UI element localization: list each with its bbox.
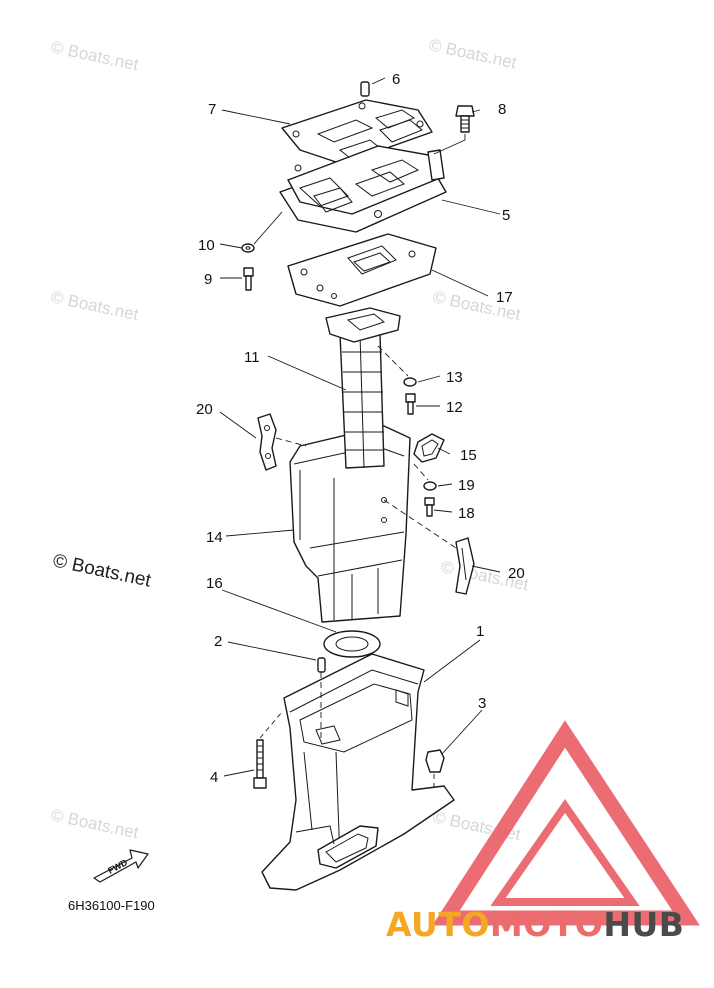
watermark: © Boats.net	[427, 35, 518, 72]
callout-16: 16	[206, 575, 223, 592]
callout-3: 3	[478, 695, 486, 712]
part-20-bracket-right	[455, 537, 475, 595]
part-16-seal	[323, 630, 381, 658]
part-13-washer	[403, 377, 417, 387]
callout-7: 7	[208, 101, 216, 118]
part-18-bolt	[424, 497, 435, 517]
callout-2: 2	[214, 633, 222, 650]
part-8-bolt	[455, 105, 475, 133]
leader-lines	[219, 77, 501, 792]
callout-20-left: 20	[196, 401, 213, 418]
callout-12: 12	[446, 399, 463, 416]
brand-part-moto: MOTO	[490, 905, 603, 944]
callout-14: 14	[206, 529, 223, 546]
callout-15: 15	[460, 447, 477, 464]
callout-9: 9	[204, 271, 212, 288]
part-12-bolt	[405, 393, 416, 415]
callout-11: 11	[244, 349, 260, 366]
callout-10: 10	[198, 237, 215, 254]
brand-wordmark: AUTOMOTOHUB	[386, 905, 684, 944]
part-17-gasket	[287, 233, 437, 307]
callout-6: 6	[392, 71, 400, 88]
callout-19: 19	[458, 477, 475, 494]
part-2-dowel-pin	[317, 657, 326, 673]
fwd-label: FWD	[106, 857, 129, 876]
callout-18: 18	[458, 505, 475, 522]
brand-part-hub: HUB	[603, 905, 684, 944]
watermark: © Boats.net	[49, 37, 140, 74]
callout-8: 8	[498, 101, 506, 118]
brand-logo-mark	[432, 720, 700, 926]
callout-5: 5	[502, 207, 510, 224]
part-7-gasket	[281, 99, 433, 165]
callout-1: 1	[476, 623, 484, 640]
part-15-grommet	[413, 433, 445, 463]
part-19-washer	[423, 481, 437, 491]
callout-13: 13	[446, 369, 463, 386]
brand-part-auto: AUTO	[386, 905, 490, 944]
part-10-washer	[241, 243, 255, 253]
part-3-plug	[425, 749, 445, 773]
watermark-large: © Boats.net	[51, 550, 153, 591]
watermark: © Boats.net	[49, 287, 140, 324]
callout-20-right: 20	[508, 565, 525, 582]
part-5-exhaust-guide	[279, 145, 447, 233]
callout-17: 17	[496, 289, 513, 306]
diagram-code: 6H36100-F190	[68, 898, 155, 913]
part-20-bracket-left	[257, 413, 277, 471]
part-9-bolt	[243, 267, 254, 291]
fwd-arrow-icon: FWD	[93, 849, 149, 883]
callout-labels: 1 2 3 4 5 6 7 8 9 10 11 12 13 14 15 16 1…	[196, 71, 525, 786]
part-11-exhaust-pipe	[325, 307, 401, 469]
watermark: © Boats.net	[49, 805, 140, 842]
callout-4: 4	[210, 769, 218, 786]
part-6-dowel-pin	[360, 81, 370, 97]
part-4-bolt	[253, 739, 267, 789]
part-1-lower-casing	[261, 653, 455, 891]
